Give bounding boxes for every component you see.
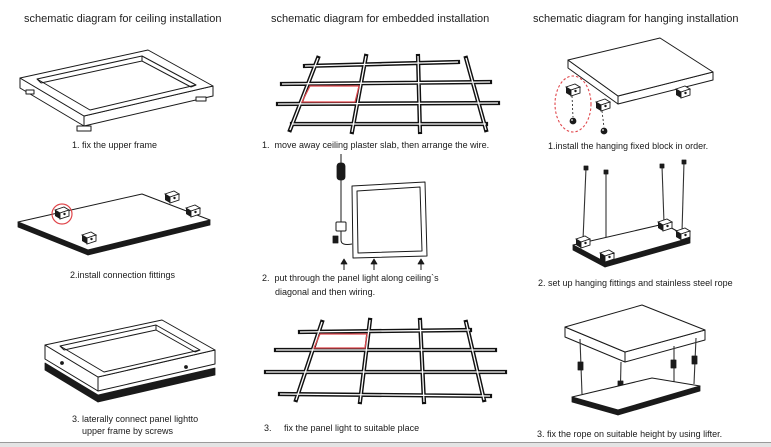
ceiling-step3-illustration [44, 319, 216, 403]
fixing-screws [569, 95, 608, 135]
ceiling-step2-illustration [17, 190, 211, 256]
panel-light [351, 181, 428, 259]
driver-box [336, 162, 346, 181]
highlight-ellipse [554, 75, 592, 133]
embedded-step2-illustration [332, 154, 428, 270]
removed-slab-highlight [301, 85, 360, 103]
embedded-step2-caption-line1: 2. put through the panel light along cei… [262, 273, 439, 283]
upper-frame [44, 319, 216, 392]
panel-light [572, 223, 691, 268]
embedded-installation-title: schematic diagram for embedded installat… [271, 13, 490, 25]
embedded-step1-caption: 1. move away ceiling plaster slab, then … [262, 140, 490, 150]
fixed-block [595, 98, 611, 112]
wire-connector [335, 221, 347, 232]
embedded-step2-caption-line2: diagonal and then wiring. [275, 287, 376, 297]
ceiling-slab [564, 304, 706, 363]
panel-light [567, 37, 714, 105]
panel-light [17, 193, 211, 256]
ceiling-installation-title: schematic diagram for ceiling installati… [24, 13, 222, 25]
hanging-step1-illustration [554, 37, 714, 135]
hanging-installation-title: schematic diagram for hanging installati… [533, 13, 739, 25]
ceiling-grid [278, 56, 498, 132]
installed-panel-highlight [313, 333, 368, 349]
side-screws [60, 361, 188, 369]
fitting-bracket [164, 190, 180, 204]
wire-plug [332, 235, 339, 244]
panel-light [571, 377, 701, 416]
ceiling-step3-caption-line1: 3. laterally connect panel lightto [72, 414, 199, 424]
ceiling-step1-illustration [19, 49, 214, 132]
embedded-step3-illustration [266, 320, 505, 402]
highlight-circle [51, 203, 73, 225]
ceiling-step3-caption-line2: upper frame by screws [82, 426, 174, 436]
hanging-step3-illustration [564, 304, 706, 416]
push-up-arrows [340, 258, 425, 270]
ceiling-grid [266, 320, 505, 402]
upper-frame [19, 49, 214, 127]
ceiling-step2-caption: 2.install connection fittings [70, 270, 176, 280]
power-wire [332, 154, 353, 245]
embedded-step1-illustration [278, 56, 498, 132]
fixed-block [565, 83, 581, 97]
embedded-step3-caption: 3. fix the panel light to suitable place [264, 423, 420, 433]
bottom-divider [0, 442, 771, 443]
hanging-step3-caption: 3. fix the rope on suitable height by us… [537, 429, 723, 439]
hanging-step2-illustration [572, 159, 691, 268]
frame-mounting-tabs [25, 89, 207, 132]
ceiling-step1-caption: 1. fix the upper frame [72, 140, 158, 150]
panel-light [44, 362, 216, 403]
bottom-border-band [0, 443, 771, 447]
hanging-step1-caption: 1.install the hanging fixed block in ord… [548, 141, 709, 151]
hanging-step2-caption: 2. set up hanging fittings and stainless… [538, 278, 733, 288]
